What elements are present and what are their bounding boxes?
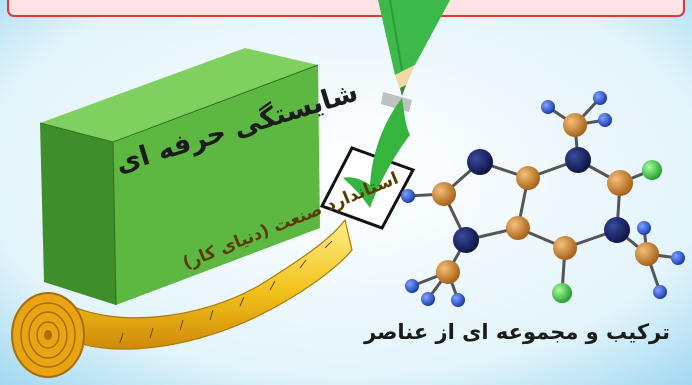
molecule-atoms	[401, 91, 685, 307]
green-pencil-icon	[378, 0, 450, 112]
measuring-tape-icon	[11, 218, 353, 378]
top-banner	[7, 0, 685, 17]
caption: ترکیب و مجموعه ای از عناصر	[364, 320, 670, 344]
green-brick-icon	[39, 48, 320, 306]
checkbox-icon	[319, 98, 416, 230]
